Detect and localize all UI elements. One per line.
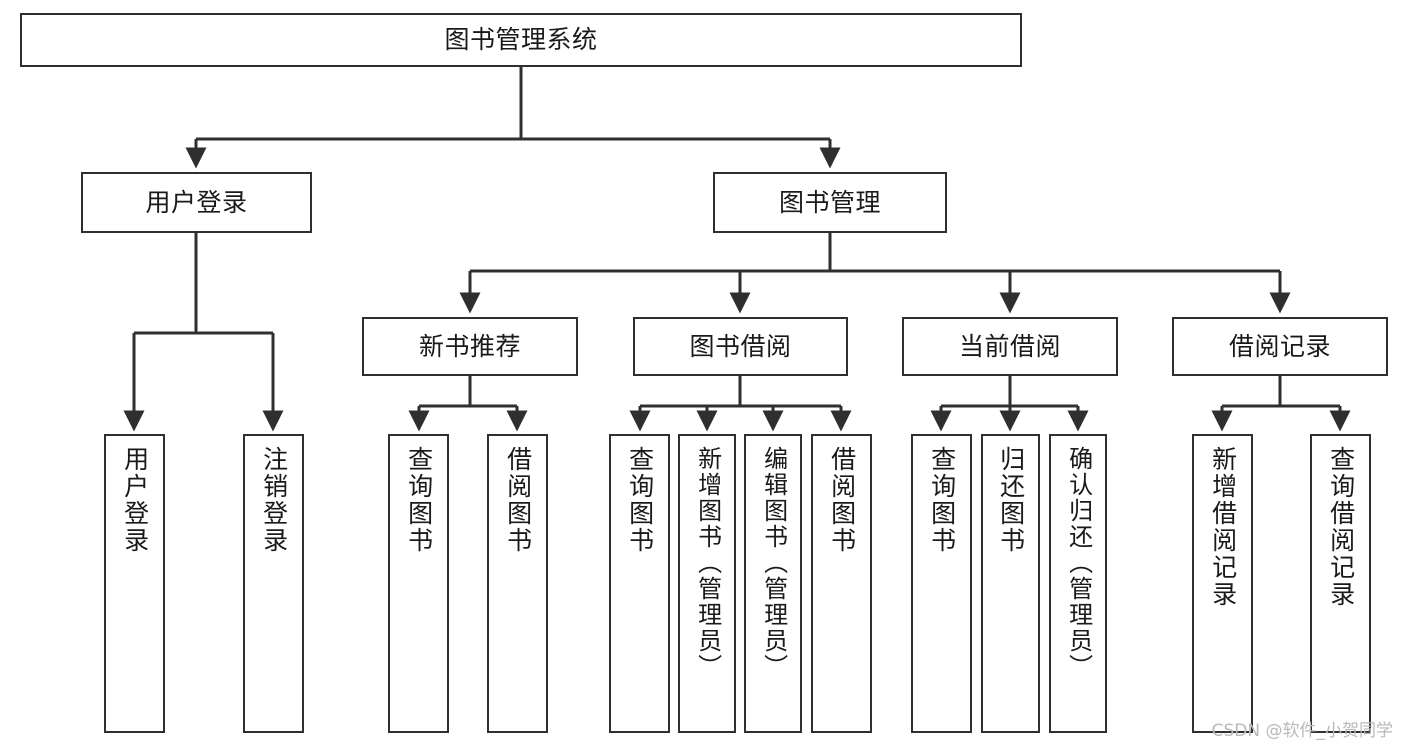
node-leaf-user-login[interactable]: 用户登录 <box>104 434 165 733</box>
node-leaf-return-book[interactable]: 归还图书 <box>981 434 1040 733</box>
node-root-system[interactable]: 图书管理系统 <box>20 13 1022 67</box>
node-label: 图书管理 <box>778 187 881 217</box>
node-label: 查询图书 <box>404 446 434 554</box>
node-label: 查询借阅记录 <box>1326 446 1356 608</box>
node-new-book-recommend[interactable]: 新书推荐 <box>362 317 578 376</box>
node-label: 编辑图书（管理员） <box>759 446 788 680</box>
node-label: 图书管理系统 <box>444 25 598 54</box>
node-leaf-logout-login[interactable]: 注销登录 <box>243 434 304 733</box>
node-leaf-confirm-return[interactable]: 确认归还（管理员） <box>1049 434 1107 733</box>
node-leaf-borrow-book-1[interactable]: 借阅图书 <box>487 434 548 733</box>
node-book-manage[interactable]: 图书管理 <box>713 172 947 233</box>
node-leaf-add-record[interactable]: 新增借阅记录 <box>1192 434 1253 733</box>
watermark-text: CSDN @软件_小贺同学 <box>1211 721 1393 741</box>
node-label: 归还图书 <box>996 446 1026 554</box>
node-label: 新增借阅记录 <box>1208 446 1238 608</box>
node-label: 借阅图书 <box>503 446 533 554</box>
node-label: 注销登录 <box>259 446 289 554</box>
node-label: 借阅记录 <box>1228 331 1331 361</box>
node-leaf-query-book-1[interactable]: 查询图书 <box>388 434 449 733</box>
node-label: 用户登录 <box>120 446 150 554</box>
node-label: 查询图书 <box>927 446 957 554</box>
node-label: 新增图书（管理员） <box>693 446 722 680</box>
node-leaf-add-book[interactable]: 新增图书（管理员） <box>678 434 736 733</box>
node-label: 当前借阅 <box>958 331 1061 361</box>
node-leaf-edit-book[interactable]: 编辑图书（管理员） <box>744 434 802 733</box>
node-book-borrow[interactable]: 图书借阅 <box>633 317 848 376</box>
node-leaf-query-book-2[interactable]: 查询图书 <box>609 434 670 733</box>
node-leaf-query-record[interactable]: 查询借阅记录 <box>1310 434 1371 733</box>
node-label: 用户登录 <box>145 187 248 217</box>
node-label: 借阅图书 <box>827 446 857 554</box>
node-label: 图书借阅 <box>689 331 792 361</box>
node-label: 新书推荐 <box>418 331 521 361</box>
node-leaf-borrow-book-2[interactable]: 借阅图书 <box>811 434 872 733</box>
node-leaf-query-book-3[interactable]: 查询图书 <box>911 434 972 733</box>
node-current-borrow[interactable]: 当前借阅 <box>902 317 1118 376</box>
node-label: 查询图书 <box>625 446 655 554</box>
node-user-login[interactable]: 用户登录 <box>81 172 312 233</box>
node-label: 确认归还（管理员） <box>1064 446 1093 680</box>
node-borrow-record[interactable]: 借阅记录 <box>1172 317 1388 376</box>
